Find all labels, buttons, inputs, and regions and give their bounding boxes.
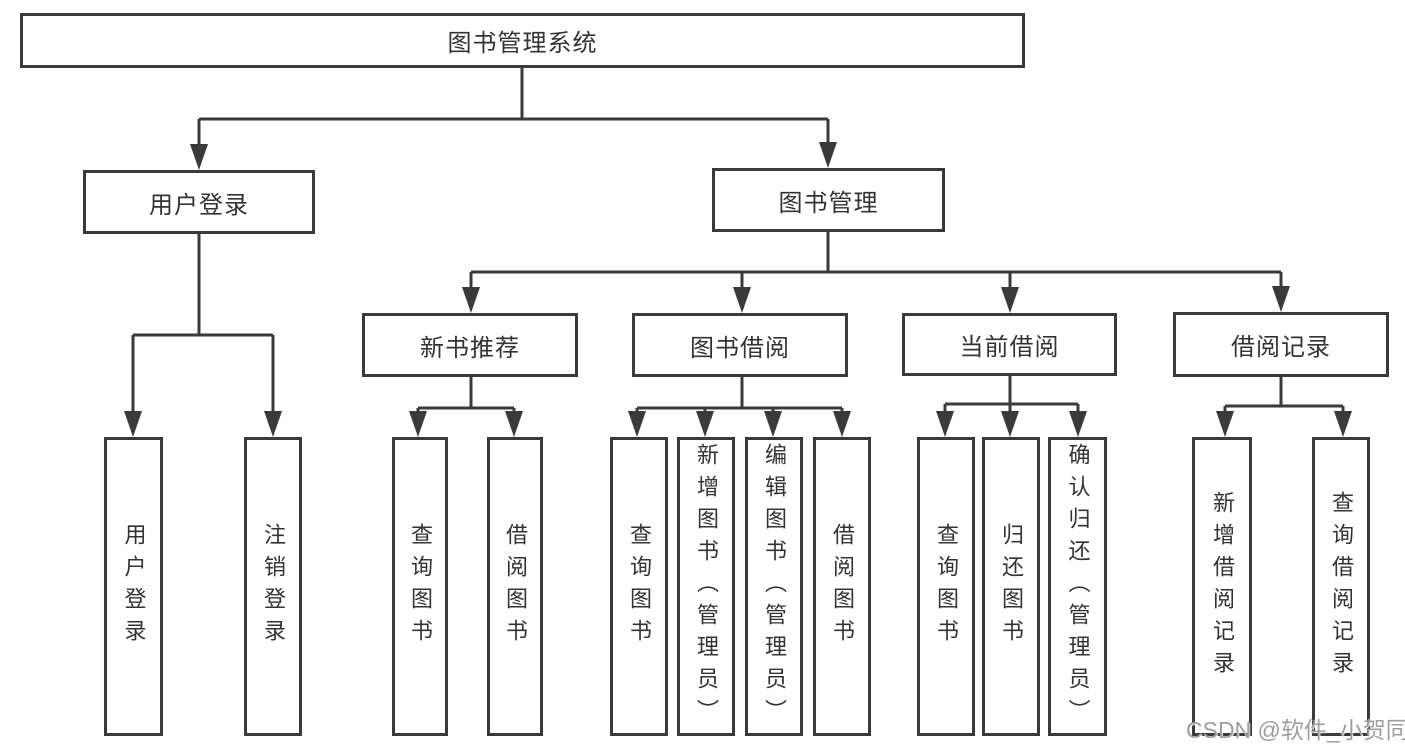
leaf-borrow-book-1-label: 借阅图书 xyxy=(503,522,528,651)
leaf-query-book-1-label: 查询图书 xyxy=(408,522,433,651)
leaf-query-book-3-label: 查询图书 xyxy=(934,522,959,651)
connector-borrow-to-children xyxy=(635,377,844,412)
node-user-login-label: 用户登录 xyxy=(149,191,249,219)
leaf-confirm-return-admin-label: 确认归还（管理员） xyxy=(1065,442,1091,731)
leaf-edit-book-admin-label: 编辑图书（管理员） xyxy=(762,442,787,731)
leaf-edit-book-admin: 编辑图书（管理员） xyxy=(745,437,803,736)
leaf-add-book-admin: 新增图书（管理员） xyxy=(677,437,735,736)
node-new-book-recommend: 新书推荐 xyxy=(362,313,578,377)
leaf-add-book-admin-label: 新增图书（管理员） xyxy=(694,442,719,731)
node-book-borrow-label: 图书借阅 xyxy=(690,334,790,362)
leaf-query-book-2: 查询图书 xyxy=(610,437,668,736)
watermark: CSDN @软件_小贺同学 xyxy=(1186,717,1405,743)
node-book-borrow: 图书借阅 xyxy=(632,313,848,377)
node-current-borrow: 当前借阅 xyxy=(902,313,1117,376)
node-borrow-record: 借阅记录 xyxy=(1173,312,1389,377)
leaf-logout-label: 注销登录 xyxy=(261,522,286,651)
connector-root-to-level2 xyxy=(197,68,830,146)
leaf-return-book-label: 归还图书 xyxy=(999,522,1024,651)
arrowheads xyxy=(124,142,1352,437)
leaf-query-book-3: 查询图书 xyxy=(917,437,975,736)
leaf-add-borrow-record-label: 新增借阅记录 xyxy=(1210,490,1235,683)
connector-mgmt-to-level3 xyxy=(469,232,1283,288)
leaf-query-book-1: 查询图书 xyxy=(392,437,448,736)
leaf-logout: 注销登录 xyxy=(244,437,302,736)
connector-login-to-children xyxy=(131,234,275,412)
node-root: 图书管理系统 xyxy=(20,13,1025,68)
leaf-query-borrow-record: 查询借阅记录 xyxy=(1312,437,1370,736)
leaf-add-borrow-record: 新增借阅记录 xyxy=(1192,437,1252,736)
leaf-confirm-return-admin: 确认归还（管理员） xyxy=(1048,437,1107,736)
leaf-user-login-label: 用户登录 xyxy=(121,522,147,651)
node-borrow-record-label: 借阅记录 xyxy=(1231,334,1331,361)
node-root-label: 图书管理系统 xyxy=(447,30,598,57)
leaf-borrow-book-1: 借阅图书 xyxy=(487,437,543,736)
connector-current-to-children xyxy=(943,376,1080,412)
leaf-return-book: 归还图书 xyxy=(982,437,1040,736)
leaf-query-book-2-label: 查询图书 xyxy=(627,522,652,651)
leaf-borrow-book-2: 借阅图书 xyxy=(813,437,871,736)
node-book-management: 图书管理 xyxy=(712,168,945,232)
node-current-borrow-label: 当前借阅 xyxy=(959,334,1060,361)
leaf-user-login: 用户登录 xyxy=(104,437,163,736)
connector-record-to-children xyxy=(1223,377,1345,412)
leaf-borrow-book-2-label: 借阅图书 xyxy=(830,522,855,651)
node-new-book-recommend-label: 新书推荐 xyxy=(420,334,520,362)
node-book-management-label: 图书管理 xyxy=(778,189,879,217)
node-user-login: 用户登录 xyxy=(83,170,315,234)
connector-newbook-to-children xyxy=(416,377,516,412)
leaf-query-borrow-record-label: 查询借阅记录 xyxy=(1329,490,1354,683)
